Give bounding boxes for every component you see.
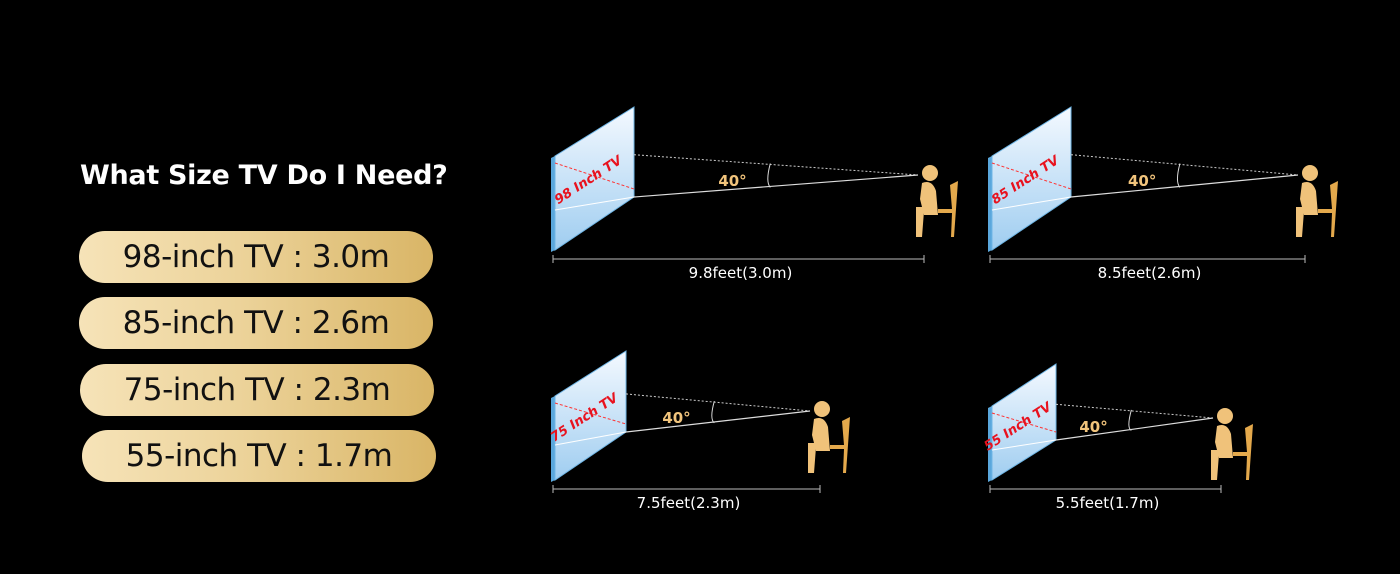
tv-diagonal bbox=[554, 162, 635, 190]
person-legs bbox=[1296, 207, 1314, 237]
chair-icon bbox=[1233, 424, 1253, 480]
tv-diagonal bbox=[991, 162, 1072, 190]
tv-horizon-line bbox=[554, 196, 635, 211]
person-head bbox=[1302, 165, 1318, 181]
size-pill-55: 55-inch TV : 1.7m bbox=[82, 430, 436, 482]
person-legs bbox=[1211, 450, 1229, 480]
sightline-bottom bbox=[633, 174, 919, 198]
person-head bbox=[814, 401, 830, 417]
distance-label: 7.5feet(2.3m) bbox=[637, 494, 741, 512]
chair-icon bbox=[830, 417, 850, 473]
angle-arc bbox=[1176, 163, 1181, 188]
angle-label: 40° bbox=[718, 172, 746, 190]
tv-side-edge bbox=[551, 156, 555, 252]
sightline-top bbox=[633, 154, 919, 176]
sightline-bottom bbox=[625, 410, 811, 433]
person-torso bbox=[920, 182, 938, 215]
angle-label: 40° bbox=[1128, 172, 1156, 190]
sightline-bottom bbox=[1055, 417, 1214, 441]
page-title: What Size TV Do I Need? bbox=[80, 160, 448, 191]
person-head bbox=[1217, 408, 1233, 424]
angle-arc bbox=[711, 400, 715, 424]
person-torso bbox=[1215, 425, 1233, 458]
size-pill-85: 85-inch TV : 2.6m bbox=[79, 297, 433, 349]
person-torso bbox=[1300, 182, 1318, 215]
size-pill-75: 75-inch TV : 2.3m bbox=[80, 364, 434, 416]
tv-side-edge bbox=[551, 396, 555, 482]
tv-horizon-line bbox=[991, 196, 1072, 211]
person-legs bbox=[916, 207, 934, 237]
sightline-top bbox=[1055, 403, 1214, 419]
tv-diagonal bbox=[991, 412, 1057, 433]
angle-arc bbox=[767, 163, 771, 188]
tv-diagonal bbox=[554, 402, 627, 425]
tv-horizon-line bbox=[991, 439, 1057, 451]
size-pill-98: 98-inch TV : 3.0m bbox=[79, 231, 433, 283]
angle-label: 40° bbox=[1079, 418, 1107, 436]
angle-label: 40° bbox=[662, 409, 690, 427]
tv-horizon-line bbox=[554, 431, 627, 446]
person-torso bbox=[812, 418, 830, 451]
distance-label: 5.5feet(1.7m) bbox=[1056, 494, 1160, 512]
person-head bbox=[922, 165, 938, 181]
chair-icon bbox=[938, 181, 958, 237]
chair-icon bbox=[1318, 181, 1338, 237]
tv-side-edge bbox=[988, 156, 992, 252]
distance-label: 9.8feet(3.0m) bbox=[689, 264, 793, 282]
sightline-top bbox=[625, 393, 811, 412]
sightline-bottom bbox=[1070, 174, 1299, 198]
person-legs bbox=[808, 443, 826, 473]
distance-label: 8.5feet(2.6m) bbox=[1098, 264, 1202, 282]
sightline-top bbox=[1070, 154, 1299, 176]
tv-side-edge bbox=[988, 406, 992, 482]
angle-arc bbox=[1128, 409, 1132, 431]
